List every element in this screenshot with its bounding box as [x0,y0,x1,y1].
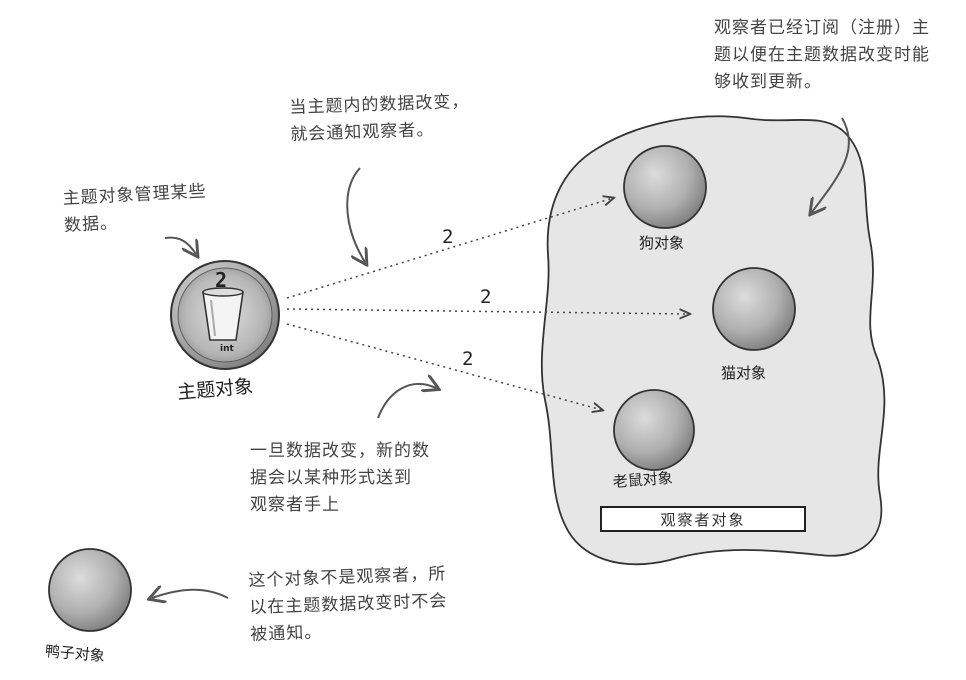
dog-sphere [624,146,706,228]
arrow-note-duck [152,590,228,598]
subject-value: 2 [215,268,227,292]
cat-sphere [713,268,795,350]
dog-label: 狗对象 [639,232,684,253]
duck-sphere [49,549,131,631]
note-data-sent: 一旦数据改变，新的数 据会以某种形式送到 观察者手上 [250,438,430,519]
note-observers-registered: 观察者已经订阅（注册）主 题以便在主题数据改变时能 够收到更新。 [714,15,930,96]
arrow-note-notify [347,168,365,262]
arrow-value-dog: 2 [442,226,453,248]
note-notify-on-change: 当主题内的数据改变， 就会通知观察者。 [289,89,471,149]
cup-icon [203,288,243,340]
arrow-note-subject [165,238,196,254]
mouse-sphere [614,390,694,470]
cat-label: 猫对象 [721,362,766,383]
observer-group-label: 观察者对象 [600,506,806,532]
arrow-value-cat: 2 [480,286,491,308]
arrow-note-sent [378,384,436,418]
subject-type-label: int [220,344,234,354]
mouse-label: 老鼠对象 [612,467,673,492]
note-not-observer: 这个对象不是观察者，所 以在主题数据改变时不会 被通知。 [248,561,449,649]
arrow-value-mouse: 2 [462,348,473,370]
note-subject-manages: 主题对象管理某些 数据。 [62,178,209,239]
